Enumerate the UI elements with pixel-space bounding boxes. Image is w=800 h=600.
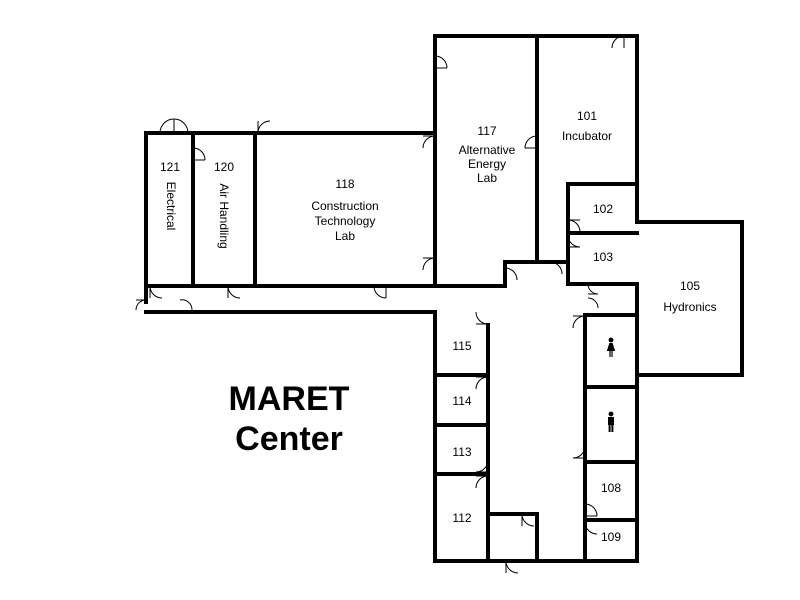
room-115-number: 115 [452, 339, 471, 353]
building-title-line1: MARET [229, 380, 350, 418]
room-117-name-line1: Alternative [459, 143, 516, 157]
room-121-name: Electrical [164, 182, 178, 231]
room-108-number: 108 [601, 481, 621, 495]
room-101-number: 101 [577, 109, 597, 123]
room-101-name: Incubator [562, 129, 612, 143]
room-103-number: 103 [593, 250, 613, 264]
room-112-number: 112 [452, 511, 471, 525]
room-120-number: 120 [214, 160, 234, 174]
room-102-number: 102 [593, 202, 613, 216]
room-105-number: 105 [680, 279, 700, 293]
room-117-name-line2: Energy [468, 157, 506, 171]
room-113-number: 113 [452, 445, 471, 459]
woman-restroom-icon [606, 337, 616, 357]
room-118-name-line2: Technology [315, 214, 376, 228]
room-120-name: Air Handling [217, 183, 231, 248]
room-109-number: 109 [601, 530, 621, 544]
room-117-number: 117 [477, 124, 496, 138]
room-121-number: 121 [160, 160, 180, 174]
doors [135, 35, 625, 574]
room-labels: 121 Electrical 120 Air Handling 118 Cons… [160, 109, 717, 544]
room-118-name-line1: Construction [311, 199, 378, 213]
room-118-name-line3: Lab [335, 229, 355, 243]
room-114-number: 114 [452, 394, 471, 408]
man-restroom-icon [608, 411, 614, 432]
room-117-name-line3: Lab [477, 171, 497, 185]
room-118-number: 118 [335, 177, 354, 191]
building-title-line2: Center [235, 420, 343, 458]
walls [144, 34, 744, 563]
room-105-name: Hydronics [663, 300, 716, 314]
